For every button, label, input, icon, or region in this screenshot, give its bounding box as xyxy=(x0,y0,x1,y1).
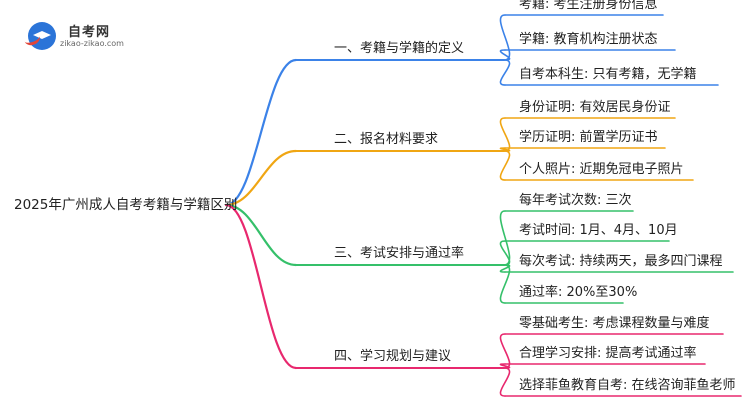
leaf-label: 零基础考生: 考虑课程数量与难度 xyxy=(519,316,710,331)
leaf-connector xyxy=(499,333,511,369)
logo-title: 自考网 xyxy=(68,25,111,40)
branch-label: 二、报名材料要求 xyxy=(334,132,439,147)
leaf-connector xyxy=(499,240,511,266)
leaf-connector xyxy=(499,14,511,61)
leaf-label: 个人照片: 近期免冠电子照片 xyxy=(519,162,684,177)
leaf-label: 合理学习安排: 提高考试通过率 xyxy=(519,346,697,361)
leaf-connector xyxy=(499,59,511,86)
branch-connector xyxy=(224,203,298,267)
logo-url: zikao-zikao.com xyxy=(60,39,124,48)
leaf-connector xyxy=(499,264,511,304)
leaf-label: 每年考试次数: 三次 xyxy=(519,193,632,208)
leaf-connector xyxy=(499,150,511,181)
leaf-connector xyxy=(499,367,511,397)
leaf-label: 通过率: 20%至30% xyxy=(519,285,638,300)
branch-connector xyxy=(224,149,298,207)
leaf-connector xyxy=(499,117,511,152)
branch-connector xyxy=(224,203,298,370)
leaf-label: 选择菲鱼教育自考: 在线咨询菲鱼老师 xyxy=(519,378,736,393)
graduation-cap-icon xyxy=(28,22,56,50)
branch-label: 三、考试安排与通过率 xyxy=(334,246,465,261)
leaf-label: 考籍: 考生注册身份信息 xyxy=(519,0,658,12)
leaf-label: 身份证明: 有效居民身份证 xyxy=(519,100,671,115)
site-logo[interactable]: 自考网 zikao-zikao.com xyxy=(22,18,138,54)
leaf-label: 自考本科生: 只有考籍，无学籍 xyxy=(519,67,697,82)
branch-label: 一、考籍与学籍的定义 xyxy=(334,41,465,56)
root-topic: 2025年广州成人自考考籍与学籍区别 xyxy=(14,197,238,213)
leaf-label: 学籍: 教育机构注册状态 xyxy=(519,32,658,47)
leaf-label: 学历证明: 前置学历证书 xyxy=(519,130,658,145)
leaf-label: 每次考试: 持续两天，最多四门课程 xyxy=(519,254,723,269)
branch-label: 四、学习规划与建议 xyxy=(334,349,452,364)
branch-connector xyxy=(224,58,298,207)
leaf-label: 考试时间: 1月、4月、10月 xyxy=(519,223,678,238)
